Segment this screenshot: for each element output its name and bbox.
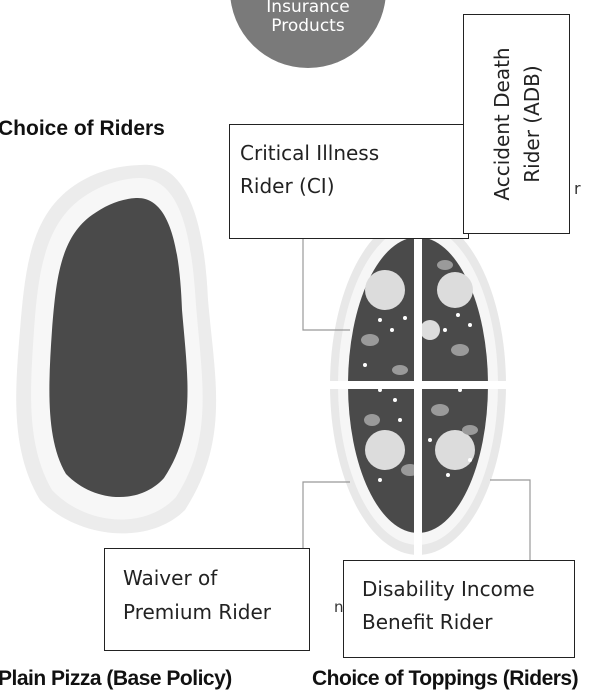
rider-adb-text: Accident Death Rider (ADB): [487, 19, 547, 229]
rider-dib-line1: Disability Income: [362, 573, 556, 606]
plain-pizza-image: [16, 165, 216, 534]
rider-wop-line1: Waiver of: [123, 561, 291, 595]
partial-text-right: r: [574, 179, 581, 198]
rider-box-waiver-premium: Waiver of Premium Rider: [104, 548, 310, 651]
rider-wop-line2: Premium Rider: [123, 595, 291, 629]
circle-label-line2: Products: [248, 17, 368, 36]
rider-adb-line1: Accident Death: [487, 19, 517, 229]
rider-adb-line2: Rider (ADB): [517, 19, 547, 229]
rider-box-accident-death: Accident Death Rider (ADB): [463, 14, 570, 234]
caption-toppings: Choice of Toppings (Riders): [312, 667, 578, 691]
rider-ci-line1: Critical Illness: [240, 137, 458, 170]
rider-ci-line2: Rider (CI): [240, 170, 458, 203]
caption-base-policy: Plain Pizza (Base Policy): [0, 667, 232, 691]
rider-box-critical-illness: Critical Illness Rider (CI): [229, 124, 469, 239]
heading: Choice of Riders: [0, 117, 165, 141]
rider-dib-line2: Benefit Rider: [362, 606, 556, 639]
circle-label-line1: Insurance: [248, 0, 368, 17]
rider-box-disability-income: Disability Income Benefit Rider: [343, 560, 575, 658]
topped-pizza-image: [303, 210, 530, 560]
circle-label: Insurance Products: [248, 0, 368, 36]
